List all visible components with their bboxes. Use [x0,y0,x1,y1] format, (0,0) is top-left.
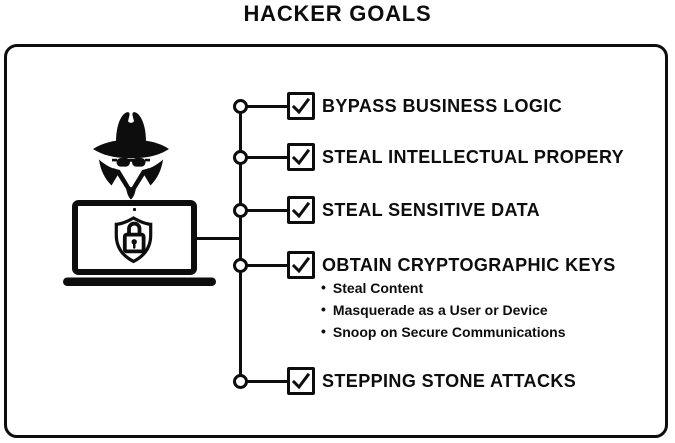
sub-item-label: Snoop on Secure Communications [332,324,566,340]
checkmark-icon [291,97,311,115]
branch-line [247,104,287,108]
branch-line [247,263,287,267]
padlock-icon [122,221,146,254]
checkmark-icon [291,201,311,219]
bullet-glyph: • [321,279,326,295]
hacker-laptop-illustration [63,112,216,286]
spy-hacker-icon [93,112,169,200]
sub-item-snoop: • Snoop on Secure Communications [321,321,566,343]
spine-line [239,105,242,382]
checkmark-icon [291,256,311,274]
node-circle [233,202,248,218]
checkbox-bypass-business-logic [287,92,315,120]
sub-item-label: Masquerade as a User or Device [332,302,548,318]
branch-line [247,208,287,212]
checkbox-steal-sensitive-data [287,196,315,224]
node-circle [233,373,248,389]
goal-label-stepping-stone-attacks: STEPPING STONE ATTACKS [322,371,577,391]
goal-label-steal-intellectual-propery: STEAL INTELLECTUAL PROPERY [322,147,625,167]
goal-label-steal-sensitive-data: STEAL SENSITIVE DATA [322,200,541,220]
bullet-glyph: • [321,323,326,339]
laptop-connector-line [196,237,241,240]
node-circle [233,98,248,114]
sub-item-steal-content: • Steal Content [321,277,566,299]
branch-line [247,379,287,383]
checkbox-stepping-stone-attacks [287,367,315,395]
sub-item-masquerade: • Masquerade as a User or Device [321,299,566,321]
checkbox-obtain-cryptographic-keys [287,251,315,279]
node-circle [233,257,248,273]
goal-label-bypass-business-logic: BYPASS BUSINESS LOGIC [322,96,563,116]
sunglasses-icon [112,158,150,167]
node-circle [233,149,248,165]
checkmark-icon [291,148,311,166]
goal-label-obtain-cryptographic-keys: OBTAIN CRYPTOGRAPHIC KEYS [322,255,616,275]
bullet-glyph: • [321,301,326,317]
branch-line [247,155,287,159]
fedora-hat-icon [116,112,146,142]
cryptographic-keys-sub-list: • Steal Content • Masquerade as a User or … [321,277,566,343]
checkmark-icon [291,372,311,390]
checkbox-steal-intellectual-propery [287,143,315,171]
sub-item-label: Steal Content [332,280,424,296]
laptop-icon [63,200,216,286]
page-title: HACKER GOALS [243,1,432,26]
